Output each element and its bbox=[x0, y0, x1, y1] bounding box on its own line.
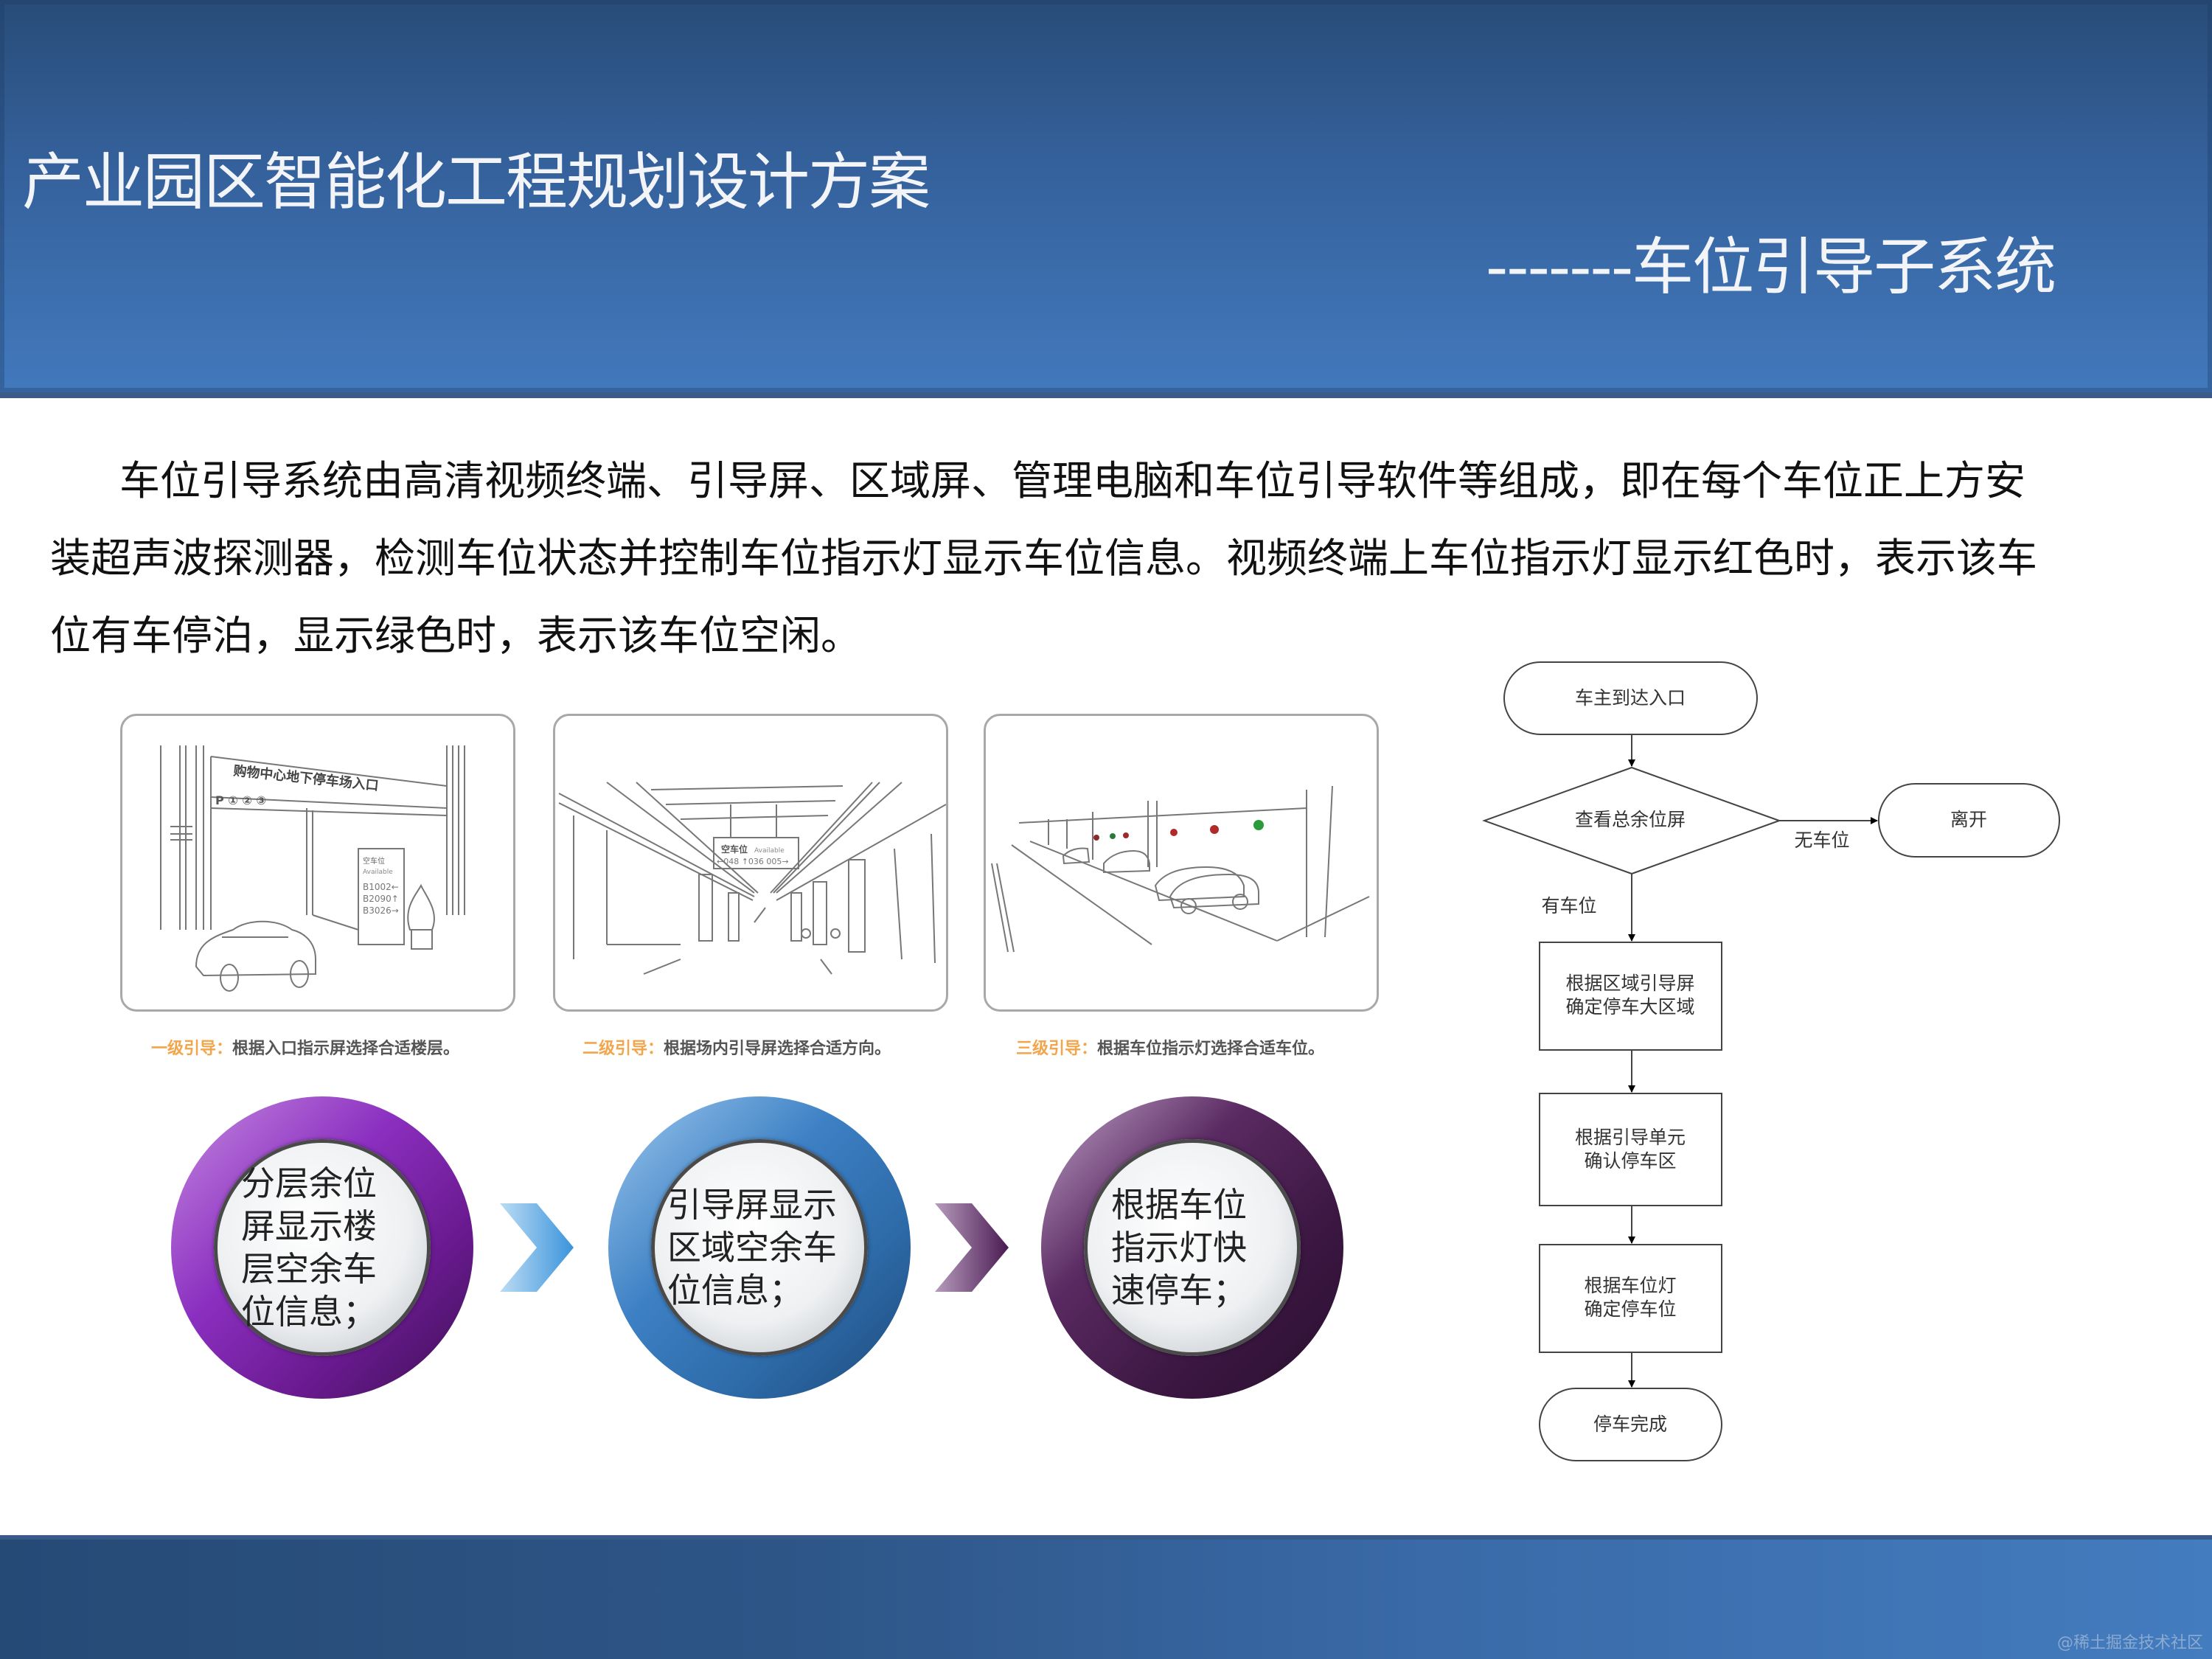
board-row: ←048 ↑036 005→ bbox=[717, 857, 789, 866]
caption-separator: ： bbox=[647, 1040, 664, 1058]
illustration-level3-parking-row bbox=[984, 714, 1379, 1012]
board-row: B3026→ bbox=[363, 905, 399, 916]
board-title: 空车位 bbox=[721, 844, 748, 855]
flow-step1-label: 根据区域引导屏 bbox=[1565, 973, 1694, 994]
parking-indicator-lights bbox=[1093, 820, 1264, 841]
page-subtitle: -------车位引导子系统 bbox=[1486, 231, 2056, 303]
flow-leave-label: 离开 bbox=[1950, 809, 1987, 830]
caption-level3: 三级引导：根据车位指示灯选择合适车位。 bbox=[1016, 1035, 1324, 1059]
flow-step2-label: 确认停车区 bbox=[1584, 1150, 1676, 1172]
paragraph-line: 车位引导系统由高清视频终端、引导屏、区域屏、管理电脑和车位引导软件等组成，即在每… bbox=[119, 457, 2026, 504]
flow-step2-node bbox=[1539, 1093, 1722, 1206]
caption-description: 根据车位指示灯选择合适车位。 bbox=[1097, 1040, 1325, 1058]
board-row: B2090↑ bbox=[363, 894, 399, 904]
paragraph-line: 装超声波探测器，检测车位状态并控制车位指示灯显示车位信息。视频终端上车位指示灯显… bbox=[50, 535, 2038, 582]
step-text: 分层余位屏显示楼层空余车位信息； bbox=[241, 1164, 377, 1332]
caption-separator: ： bbox=[1081, 1040, 1098, 1058]
caption-separator: ： bbox=[216, 1040, 233, 1058]
parking-row-illustration bbox=[991, 785, 1370, 953]
caption-level1: 一级引导：根据入口指示屏选择合适楼层。 bbox=[151, 1035, 459, 1059]
flow-end-node bbox=[1539, 1388, 1722, 1461]
page-title: 产业园区智能化工程规划设计方案 bbox=[22, 146, 931, 218]
flow-step1-label: 确定停车大区域 bbox=[1565, 996, 1694, 1018]
flow-yes-branch-label: 有车位 bbox=[1541, 895, 1596, 917]
step-circle-floor-display: 分层余位屏显示楼层空余车位信息； bbox=[171, 1096, 473, 1399]
board-subtitle: Available bbox=[754, 847, 785, 855]
step-circle-face bbox=[1084, 1139, 1301, 1356]
chevron-right-icon bbox=[500, 1203, 574, 1292]
illustration-level1-entrance: 购物中心地下停车场入口 P ① ② ③ 空车位 Available B1002←… bbox=[120, 714, 515, 1012]
watermark: @稀土掘金技术社区 bbox=[2056, 1634, 2203, 1652]
paragraph-line: 位有车停泊，显示绿色时，表示该车位空闲。 bbox=[50, 612, 862, 659]
board-title: 空车位 bbox=[363, 856, 385, 866]
flow-decision-label: 查看总余位屏 bbox=[1575, 809, 1686, 830]
svg-text:P ① ② ③: P ① ② ③ bbox=[215, 793, 266, 807]
step-circle-indicator-light: 根据车位指示灯快速停车； bbox=[1041, 1096, 1343, 1399]
entrance-sign-text: 购物中心地下停车场入口 bbox=[232, 762, 379, 794]
flow-end-label: 停车完成 bbox=[1593, 1413, 1667, 1435]
board-subtitle: Available bbox=[363, 869, 393, 876]
flow-no-branch-label: 无车位 bbox=[1794, 830, 1849, 851]
flow-decision-node bbox=[1482, 766, 1781, 875]
step-circle-area-display: 引导屏显示区域空余车位信息； bbox=[608, 1096, 911, 1399]
flow-step3-label: 根据车位灯 bbox=[1584, 1275, 1676, 1296]
parking-entrance-illustration: 购物中心地下停车场入口 P ① ② ③ 空车位 Available B1002←… bbox=[160, 745, 465, 992]
footer-banner: @稀土掘金技术社区 bbox=[0, 1535, 2212, 1659]
caption-level2: 二级引导：根据场内引导屏选择合适方向。 bbox=[582, 1035, 891, 1059]
flow-step3-label: 确定停车位 bbox=[1584, 1298, 1676, 1320]
intro-paragraph: 车位引导系统由高清视频终端、引导屏、区域屏、管理电脑和车位引导软件等组成，即在每… bbox=[50, 442, 2166, 675]
illustration-level2-corridor: 空车位 Available ←048 ↑036 005→ bbox=[553, 714, 948, 1012]
flow-step2-label: 根据引导单元 bbox=[1575, 1127, 1686, 1148]
caption-level-label: 一级引导 bbox=[151, 1040, 217, 1058]
step-circle-face bbox=[651, 1139, 868, 1356]
step-circle-face bbox=[214, 1139, 431, 1356]
board-row: B1002← bbox=[363, 882, 399, 892]
step-text: 根据车位指示灯快速停车； bbox=[1111, 1185, 1247, 1310]
chevron-right-icon bbox=[935, 1203, 1009, 1292]
step-text: 引导屏显示区域空余车位信息； bbox=[667, 1185, 837, 1310]
caption-level-label: 二级引导 bbox=[582, 1040, 648, 1058]
caption-description: 根据场内引导屏选择合适方向。 bbox=[664, 1040, 891, 1058]
flow-step3-node bbox=[1539, 1244, 1722, 1353]
caption-level-label: 三级引导 bbox=[1016, 1040, 1082, 1058]
flow-step1-node bbox=[1539, 942, 1722, 1051]
flow-start-label: 车主到达入口 bbox=[1575, 687, 1686, 709]
flow-leave-node bbox=[1878, 783, 2060, 858]
header-banner: 产业园区智能化工程规划设计方案 -------车位引导子系统 bbox=[0, 0, 2212, 398]
caption-description: 根据入口指示屏选择合适楼层。 bbox=[232, 1040, 460, 1058]
parking-corridor-illustration: 空车位 Available ←048 ↑036 005→ bbox=[558, 782, 946, 975]
